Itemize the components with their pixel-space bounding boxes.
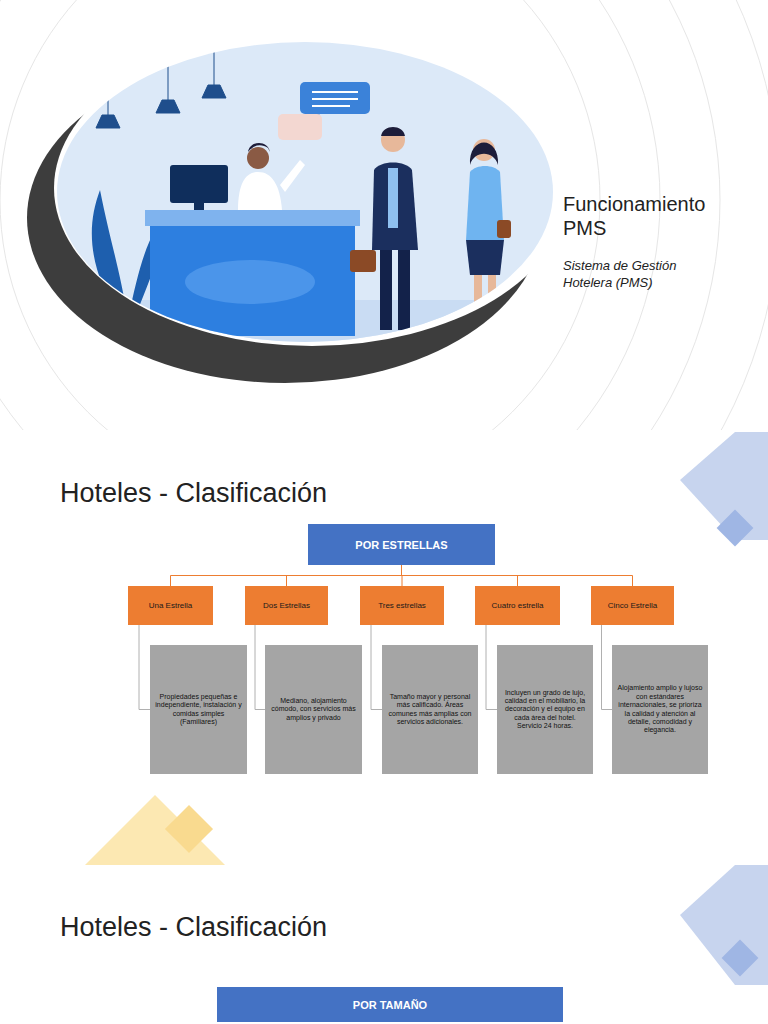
box-text: Alojamiento amplio y lujoso con estándar… (617, 684, 703, 734)
box-text: Cuatro estrella (491, 601, 543, 610)
box-text: Tres estrellas (378, 601, 426, 610)
description-box: Propiedades pequeñas e independiente, in… (150, 645, 247, 774)
star-box: Tres estrellas (360, 586, 444, 625)
box-text: Dos Estrellas (263, 601, 310, 610)
connector (371, 625, 382, 710)
deco-shape (722, 940, 759, 977)
star-box: Cinco Estrella (591, 586, 674, 625)
slide-subtitle: Sistema de Gestión Hotelera (PMS) (563, 258, 713, 292)
description-box: Mediano, alojamiento cómodo, con servici… (265, 645, 362, 774)
star-box: Una Estrella (128, 586, 213, 625)
slide-title: Funcionamiento PMS (563, 192, 738, 240)
box-text: Mediano, alojamiento cómodo, con servici… (270, 697, 357, 722)
description-box: Tamaño mayor y personal más calificado. … (382, 645, 478, 774)
deco-triangle (85, 795, 225, 865)
box-text: Cinco Estrella (608, 601, 657, 610)
connector (255, 625, 265, 710)
slide-heading: Hoteles - Clasificación (60, 478, 327, 509)
star-box: Cuatro estrella (475, 586, 560, 625)
box-text: Propiedades pequeñas e independiente, in… (155, 693, 242, 727)
category-box: POR ESTRELLAS (308, 524, 495, 565)
background-rings (0, 0, 768, 430)
connector (486, 625, 497, 710)
box-text: Incluyen un grado de lujo, calidad en el… (502, 689, 588, 731)
connector (602, 625, 613, 710)
box-text: POR TAMAÑO (353, 999, 427, 1011)
description-box: Alojamiento amplio y lujoso con estándar… (612, 645, 708, 774)
star-box: Dos Estrellas (245, 586, 328, 625)
connector (139, 625, 150, 710)
reception-illustration (50, 40, 570, 350)
deco-shape (165, 805, 213, 853)
deco-shape (680, 865, 768, 985)
connector (402, 565, 633, 586)
description-box: Incluyen un grado de lujo, calidad en el… (497, 645, 593, 774)
deco-shape (717, 510, 754, 547)
box-text: Tamaño mayor y personal más calificado. … (387, 693, 473, 727)
box-text: Una Estrella (149, 601, 193, 610)
slide-heading: Hoteles - Clasificación (60, 912, 327, 943)
connector (287, 565, 402, 586)
category-box: POR TAMAÑO (217, 987, 563, 1022)
connector (171, 565, 402, 586)
box-text: POR ESTRELLAS (355, 539, 447, 551)
